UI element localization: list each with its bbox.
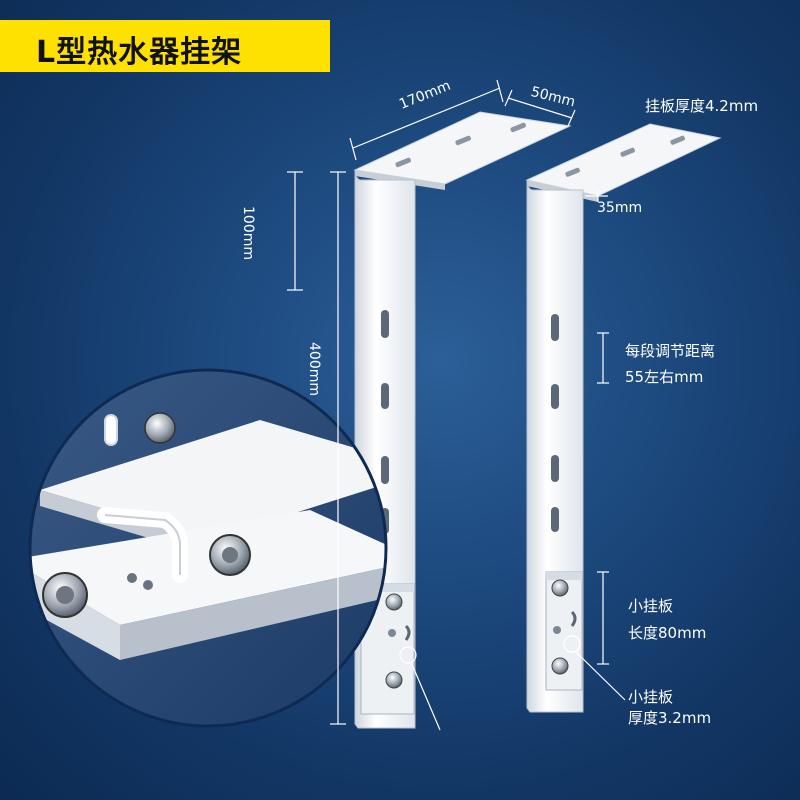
page-title: L型热水器挂架 bbox=[36, 35, 243, 70]
dim-adjust-line1: 每段调节距离 bbox=[625, 342, 716, 360]
dim-adjust-line2: 55左右mm bbox=[625, 368, 704, 386]
dim-plate-thickness: 挂板厚度4.2mm bbox=[645, 97, 759, 115]
small-thick-label-line2: 厚度3.2mm bbox=[628, 709, 712, 727]
bracket-right bbox=[525, 123, 722, 713]
zoom-detail-circle bbox=[28, 368, 388, 728]
small-thick-label-line1: 小挂板 bbox=[628, 688, 674, 706]
dimension-lines bbox=[287, 79, 626, 731]
title-banner bbox=[0, 20, 330, 72]
small-plate-label-line1: 小挂板 bbox=[628, 597, 674, 615]
dim-vertical-short: 100mm bbox=[240, 206, 256, 260]
dim-vertical-total: 400mm bbox=[306, 342, 322, 396]
small-plate-label-line2: 长度80mm bbox=[628, 624, 707, 642]
bracket-left bbox=[353, 111, 572, 729]
dim-inner-offset: 35mm bbox=[597, 200, 643, 216]
